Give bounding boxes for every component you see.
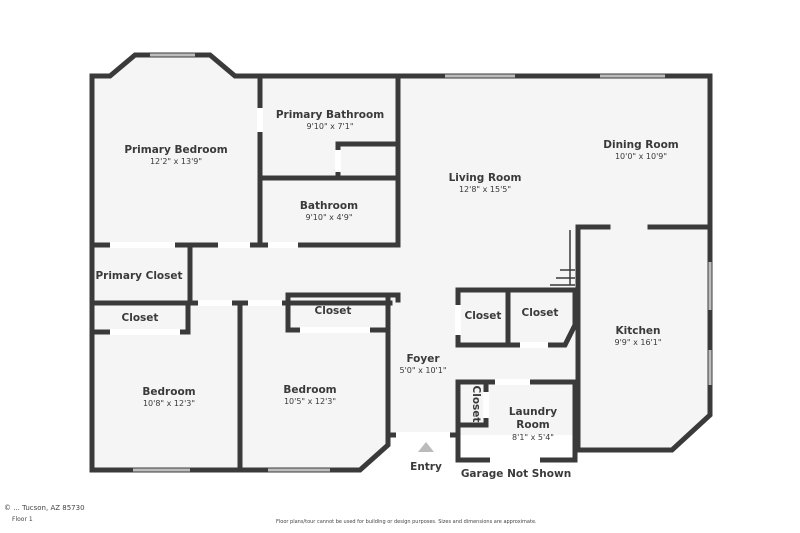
- room-name: Living Room: [449, 172, 522, 184]
- room-dims: 12'2" x 13'9": [150, 157, 202, 166]
- windows: [133, 53, 712, 472]
- floor-area: [92, 55, 710, 470]
- room-name: Dining Room: [603, 139, 679, 151]
- outer-wall-bottom: [89, 297, 391, 473]
- disclaimer: Floor plans/tour cannot be used for buil…: [276, 519, 537, 525]
- address: © ... Tucson, AZ 85730: [4, 504, 85, 512]
- room-dims: 10'8" x 12'3": [143, 399, 195, 408]
- room-dims: 9'10" x 7'1": [306, 122, 353, 131]
- floor-label: Floor 1: [12, 516, 33, 523]
- room-dims: 8'1" x 5'4": [512, 433, 554, 442]
- room-name: Primary Closet: [95, 270, 182, 282]
- room-name: Closet: [465, 310, 502, 322]
- room-dims: 9'10" x 4'9": [305, 213, 352, 222]
- room-dims: 5'0" x 10'1": [399, 366, 446, 375]
- room-name: Closet: [315, 305, 352, 317]
- entry-arrow-icon: [418, 442, 434, 452]
- room-name: Primary Bedroom: [124, 144, 227, 156]
- outer-wall: [89, 52, 713, 473]
- entry-label: Entry: [410, 461, 442, 473]
- room-name: Bathroom: [300, 200, 358, 212]
- room-dims: 10'5" x 12'3": [284, 397, 336, 406]
- room-name: Bedroom: [283, 384, 336, 396]
- room-name: Closet: [470, 386, 482, 423]
- stairs: [550, 230, 575, 286]
- room-name: Closet: [522, 307, 559, 319]
- room-name: Kitchen: [615, 325, 660, 337]
- room-name: Room: [516, 419, 550, 431]
- room-dims: 12'8" x 15'5": [459, 185, 511, 194]
- room-dims: 10'0" x 10'9": [615, 152, 667, 161]
- garage-label: Garage Not Shown: [461, 468, 571, 480]
- room-dims: 9'9" x 16'1": [614, 338, 661, 347]
- room-name: Closet: [122, 312, 159, 324]
- doorways: [110, 108, 548, 463]
- room-name: Laundry: [509, 406, 557, 418]
- room-name: Bedroom: [142, 386, 195, 398]
- room-name: Primary Bathroom: [276, 109, 384, 121]
- room-name: Foyer: [406, 353, 440, 365]
